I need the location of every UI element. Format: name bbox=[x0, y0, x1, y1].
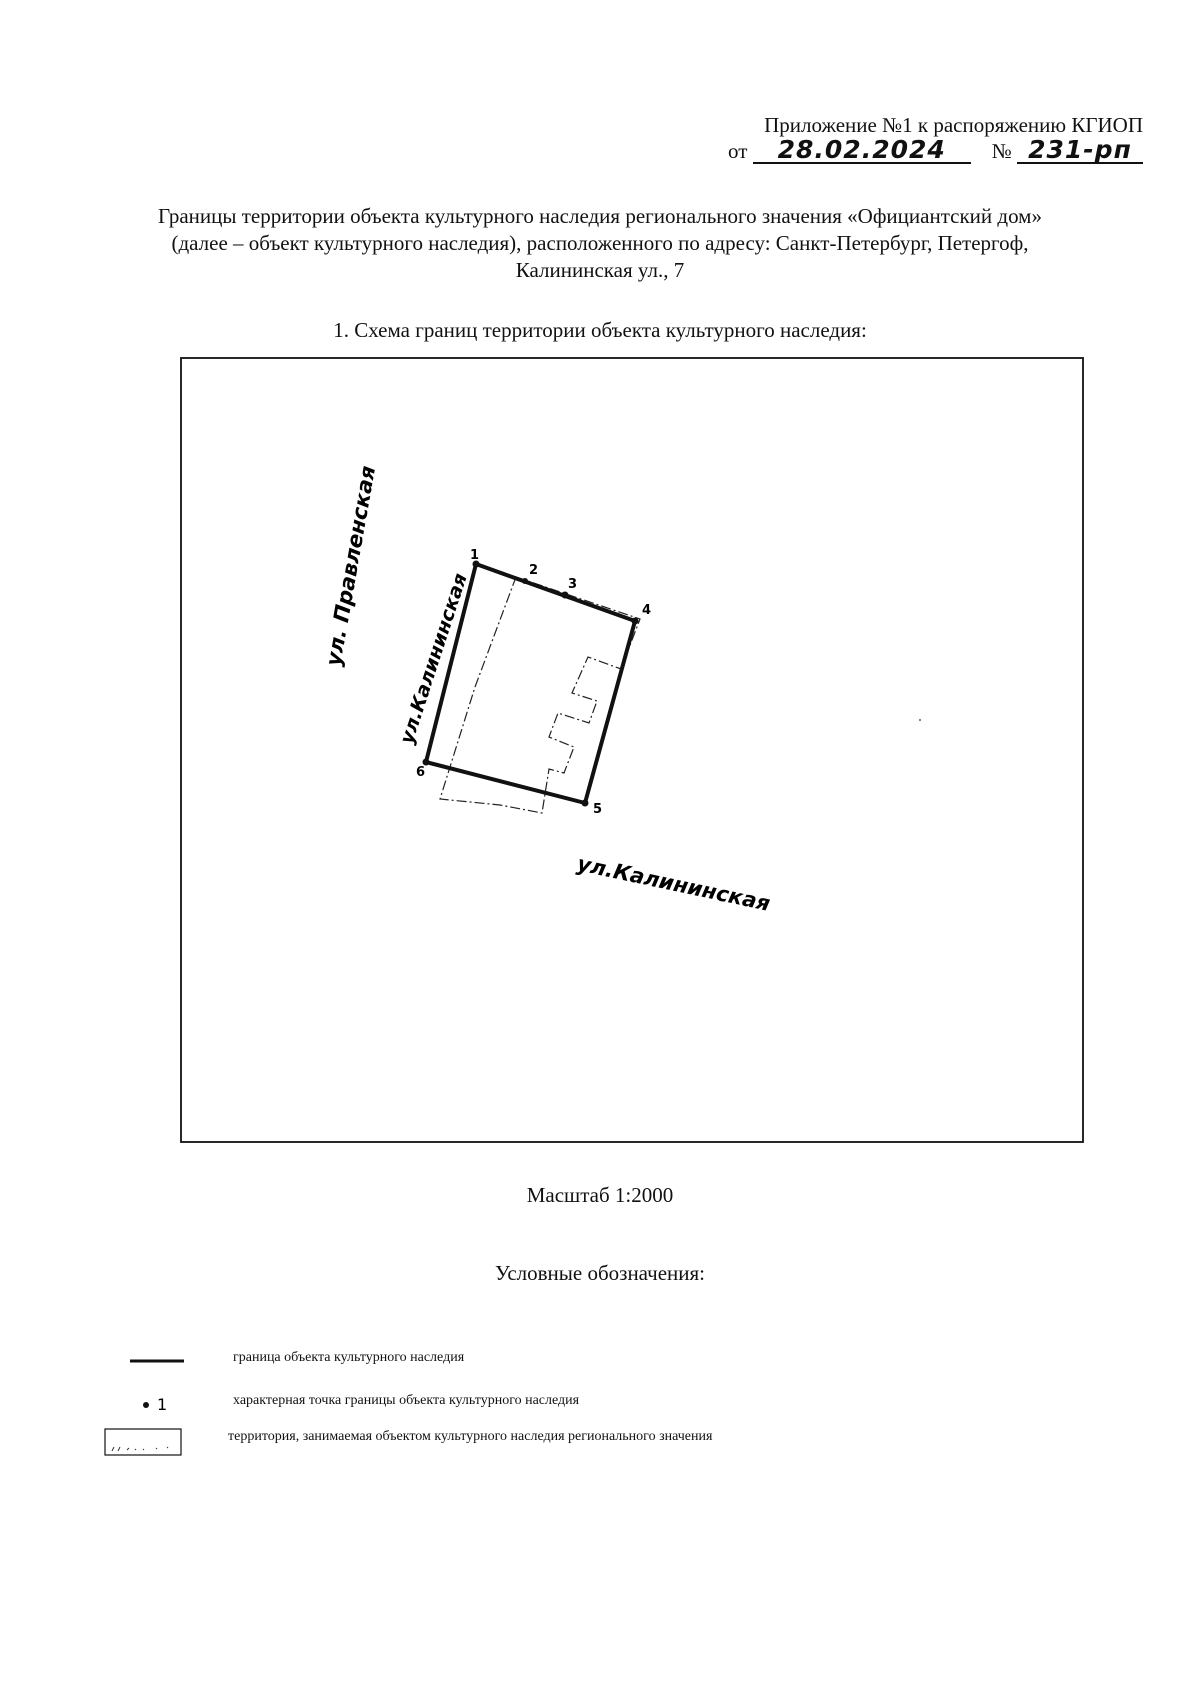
title-line-3: Калининская ул., 7 bbox=[515, 258, 685, 282]
legend-point-symbol: 1 bbox=[143, 1395, 167, 1414]
legend-text-boundary: граница объекта культурного наследия bbox=[233, 1350, 465, 1365]
legend-item-boundary: граница объекта культурного наследия bbox=[0, 1340, 1200, 1380]
boundary-point-6 bbox=[422, 758, 430, 766]
boundary-point-5 bbox=[581, 799, 589, 807]
legend-point-label: 1 bbox=[157, 1395, 167, 1414]
legend-text-point: характерная точка границы объекта культу… bbox=[233, 1393, 580, 1408]
point-label-2: 2 bbox=[529, 563, 538, 578]
point-label-5: 5 bbox=[593, 802, 602, 817]
map-scale: Масштаб 1:2000 bbox=[526, 1183, 674, 1207]
street-label-pravlenskaya: ул. Правленская bbox=[321, 464, 380, 668]
number-prefix: № bbox=[991, 139, 1012, 163]
appendix-meta: от 28.02.2024 № 231-рп bbox=[683, 137, 1143, 164]
boundary-point-1 bbox=[472, 560, 480, 568]
appendix-title: Приложение №1 к распоряжению КГИОП bbox=[764, 113, 1143, 137]
document-title: Границы территории объекта культурного н… bbox=[60, 203, 1140, 284]
legend-line-symbol bbox=[130, 1359, 184, 1363]
point-label-3: 3 bbox=[568, 577, 577, 592]
boundary-point-3 bbox=[561, 591, 569, 599]
title-line-1: Границы территории объекта культурного н… bbox=[158, 204, 1042, 228]
appendix-reference: Приложение №1 к распоряжению КГИОП от 28… bbox=[683, 113, 1143, 164]
legend-heading: Условные обозначения: bbox=[494, 1261, 706, 1285]
title-line-2: (далее – объект культурного наследия), р… bbox=[171, 231, 1029, 255]
point-label-4: 4 bbox=[642, 603, 651, 618]
point-label-6: 6 bbox=[416, 765, 425, 780]
map-speck bbox=[919, 719, 921, 721]
boundary-point-2 bbox=[522, 578, 528, 584]
street-label-kalininskaya-side: ул.Калининская bbox=[396, 571, 472, 747]
legend-item-point: 1 характерная точка границы объекта куль… bbox=[0, 1383, 1200, 1423]
occupied-territory-outline bbox=[439, 576, 641, 814]
section-heading: 1. Схема границ территории объекта культ… bbox=[333, 318, 867, 342]
date-prefix: от bbox=[728, 139, 748, 163]
boundary-map: 1 2 3 4 5 6 ул. Правленская ул.Калининск… bbox=[180, 357, 1084, 1143]
order-date: 28.02.2024 bbox=[752, 137, 971, 164]
point-label-1: 1 bbox=[470, 548, 479, 563]
boundary-point-4 bbox=[631, 617, 639, 625]
map-frame-border bbox=[180, 357, 1084, 1143]
legend-item-area: территория, занимаемая объектом культурн… bbox=[0, 1421, 1200, 1461]
legend-area-symbol bbox=[104, 1428, 182, 1456]
order-number: 231-рп bbox=[1017, 137, 1143, 164]
street-label-kalininskaya-bottom: ул.Калининская bbox=[575, 851, 772, 915]
legend-text-area: территория, занимаемая объектом культурн… bbox=[228, 1429, 713, 1444]
